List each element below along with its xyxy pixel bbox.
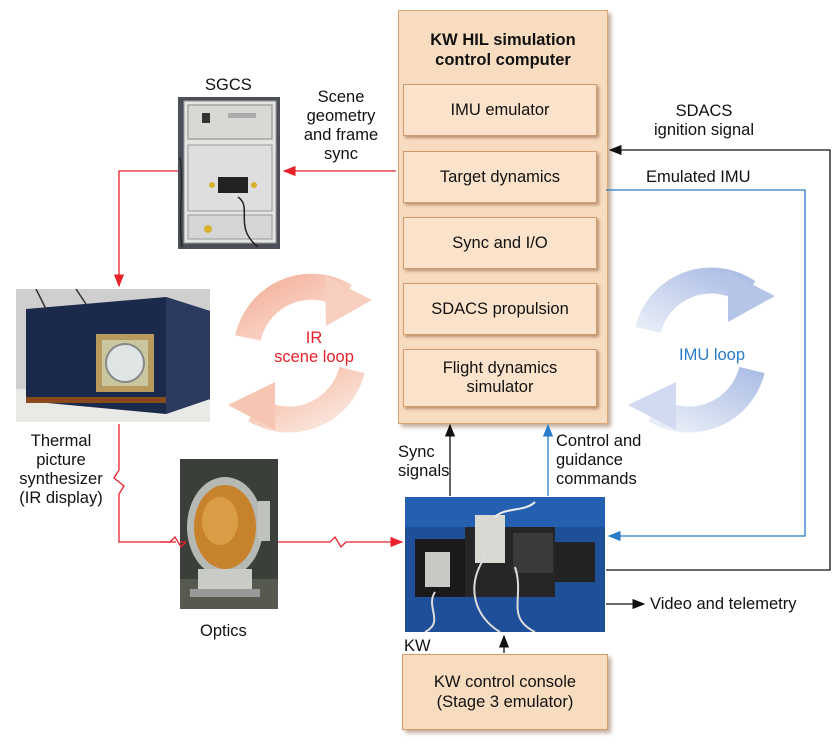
sgcs-label: SGCS: [205, 76, 252, 94]
kw-label: KW: [404, 637, 431, 655]
module-sdacs-propulsion: SDACS propulsion: [403, 283, 597, 335]
thermal-synthesizer-label: Thermal picture synthesizer (IR display): [19, 432, 103, 507]
module-flight-dynamics: Flight dynamics simulator: [403, 349, 597, 407]
optics-label: Optics: [200, 622, 247, 640]
imu-signal-path: [542, 189, 806, 542]
module-sync-io: Sync and I/O: [403, 217, 597, 269]
sgcs-photo: [178, 97, 280, 249]
module-target-dynamics: Target dynamics: [403, 151, 597, 203]
control-guidance-label: Control and guidance commands: [556, 432, 642, 488]
black-signal-paths: [444, 144, 831, 653]
imu-loop-arrows: [628, 267, 775, 433]
optics-photo: [180, 459, 278, 609]
ir-scene-loop-arrows: [228, 273, 372, 433]
ir-signal-path: [113, 165, 404, 549]
module-imu-emulator: IMU emulator: [403, 84, 597, 136]
sync-signals-label: Sync signals: [398, 443, 450, 480]
ir-scene-loop-label: IR scene loop: [274, 329, 354, 366]
imu-loop-label: IMU loop: [678, 346, 746, 364]
video-telemetry-label: Video and telemetry: [650, 595, 797, 613]
kw-photo: [405, 497, 605, 632]
emulated-imu-label: Emulated IMU: [646, 168, 751, 186]
kw-control-console: KW control console (Stage 3 emulator): [402, 654, 608, 730]
sdacs-ignition-label: SDACS ignition signal: [654, 102, 754, 139]
thermal-synthesizer-photo: [16, 289, 210, 422]
computer-title: KW HIL simulation control computer: [430, 31, 576, 69]
scene-geometry-label: Scene geometry and frame sync: [303, 88, 379, 163]
